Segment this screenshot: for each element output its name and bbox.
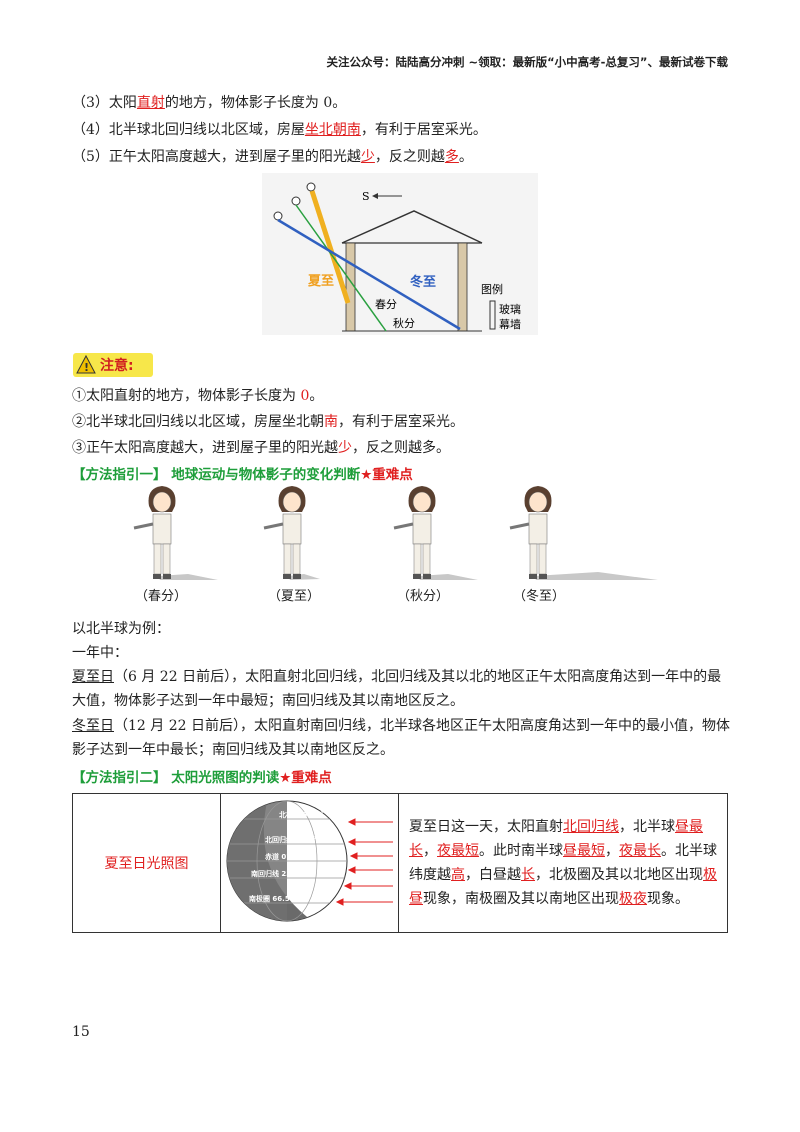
south-label: S <box>362 190 370 203</box>
sun-icon <box>273 182 316 221</box>
para-intro: 以北半球为例： <box>72 621 170 637</box>
svg-text:注意:: 注意: <box>100 357 134 374</box>
para-summer-1: 夏至日（6 月 22 日前后），太阳直射北回归线，北回归线及其以北的地区正午太阳… <box>72 669 722 685</box>
para-summer-2: 大值，物体影子达到一年中最短；南回归线及其以南地区反之。 <box>72 693 464 709</box>
note-3: ③正午太阳高度越大，进到屋子里的阳光越少，反之则越多。 <box>72 440 450 456</box>
house-sunlight-diagram: S 夏至 冬至 春分 秋分 图例 玻璃 幕墙 <box>262 173 538 335</box>
legend-item-2: 幕墙 <box>499 317 521 331</box>
desc-line-2: 长，夜最短。此时南半球昼最短，夜最长。北半球 <box>409 843 717 859</box>
globe-label-tropic-cancer: 北回归线 23.5° <box>265 835 316 844</box>
illumination-table: 夏至日光照图 北极圈 66.5° 北回归线 23.5° 赤 <box>72 793 728 933</box>
para-year: 一年中： <box>72 645 128 661</box>
globe-label-arctic: 北极圈 66.5° <box>279 810 323 819</box>
figure-summer <box>262 486 320 581</box>
caption-spring: （春分） <box>135 589 188 604</box>
figure-autumn <box>392 486 478 581</box>
page-header: 关注公众号：陆陆高分冲刺 ~领取：最新版“小中高考-总复习”、最新试卷下载 <box>326 55 728 69</box>
item-3: （3）太阳直射的地方，物体影子长度为 0。 <box>72 95 347 111</box>
warning-icon <box>76 354 96 374</box>
summer-ray <box>309 190 351 304</box>
caption-autumn: （秋分） <box>397 589 450 604</box>
desc-line-3: 纬度越高，白昼越长，北极圈及其以北地区出现极 <box>409 867 717 883</box>
para-winter-1: 冬至日（12 月 22 日前后），太阳直射南回归线，北半球各地区正午太阳高度角达… <box>72 718 730 734</box>
svg-text:!: ! <box>84 361 89 374</box>
shadow-figures <box>132 486 658 581</box>
winter-ray <box>277 218 461 331</box>
globe-cell: 北极圈 66.5° 北回归线 23.5° 赤道 0° 南回归线 23.5° 南极… <box>220 793 399 933</box>
autumn-equinox-label: 秋分 <box>393 316 415 330</box>
method-2-heading: 【方法指引二】 太阳光照图的判读★重难点 <box>72 770 332 786</box>
globe-diagram: 北极圈 66.5° 北回归线 23.5° 赤道 0° 南回归线 23.5° 南极… <box>226 800 393 922</box>
table-description: 夏至日这一天，太阳直射北回归线，北半球昼最 长，夜最短。此时南半球昼最短，夜最长… <box>398 793 728 933</box>
para-winter-2: 影子达到一年中最长；南回归线及其以南地区反之。 <box>72 742 394 758</box>
note-1: ①太阳直射的地方，物体影子长度为 0。 <box>72 388 324 404</box>
legend-title: 图例 <box>481 282 503 296</box>
globe-label-equator: 赤道 0° <box>265 852 290 861</box>
item-5: （5）正午太阳高度越大，进到屋子里的阳光越少，反之则越多。 <box>72 149 473 165</box>
note-2: ②北半球北回归线以北区域，房屋坐北朝南，有利于居室采光。 <box>72 414 464 430</box>
legend-item-1: 玻璃 <box>499 302 521 316</box>
note-label: ! 注意: <box>73 353 153 377</box>
equinox-ray <box>295 204 387 332</box>
figure-winter <box>508 486 658 581</box>
winter-label: 冬至 <box>410 274 436 290</box>
spring-equinox-label: 春分 <box>375 298 397 311</box>
item-4: （4）北半球北回归线以北区域，房屋坐北朝南，有利于居室采光。 <box>72 122 487 138</box>
caption-winter: （冬至） <box>513 589 566 604</box>
caption-summer: （夏至） <box>268 589 321 604</box>
table-title: 夏至日光照图 <box>72 793 221 933</box>
globe-label-tropic-capricorn: 南回归线 23.5° <box>251 869 302 878</box>
desc-line-1: 夏至日这一天，太阳直射北回归线，北半球昼最 <box>409 819 703 835</box>
figure-spring <box>132 486 218 581</box>
page-number: 15 <box>72 1024 90 1040</box>
globe-label-antarctic: 南极圈 66.5° <box>249 894 293 903</box>
summer-label: 夏至 <box>307 274 334 289</box>
desc-line-4: 昼现象，南极圈及其以南地区出现极夜现象。 <box>409 891 689 907</box>
method-1-heading: 【方法指引一】 地球运动与物体影子的变化判断★重难点 <box>72 467 413 483</box>
